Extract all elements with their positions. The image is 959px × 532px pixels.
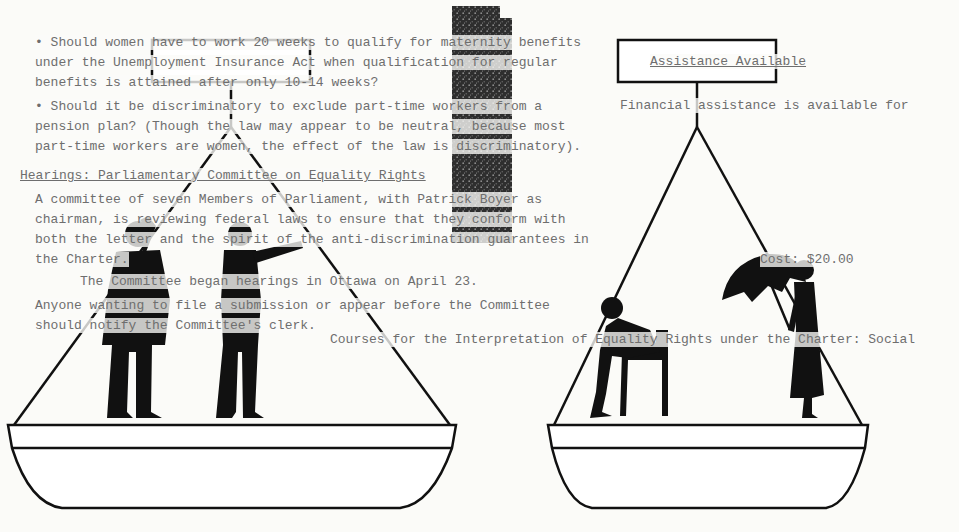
document-text: A committee of seven Members of Parliame… bbox=[35, 192, 589, 267]
document-text: Courses for the Interpretation of Equali… bbox=[330, 330, 930, 350]
document-text: Assistance Available bbox=[650, 52, 806, 72]
document-text: The Committee began hearings in Ottawa o… bbox=[80, 272, 478, 292]
document-text: Anyone wanting to file a submission or a… bbox=[35, 296, 595, 336]
document-text: Cost: $20.00 bbox=[760, 250, 854, 270]
document-text: • Should it be discriminatory to exclude… bbox=[35, 99, 581, 154]
document-text: Financial assistance is available for bbox=[620, 98, 909, 113]
document-text: Financial assistance is available for bbox=[620, 96, 940, 116]
document-text: A committee of seven Members of Parliame… bbox=[35, 190, 595, 270]
document-text: The Committee began hearings in Ottawa o… bbox=[80, 274, 478, 289]
document-text: • Should it be discriminatory to exclude… bbox=[35, 97, 595, 157]
document-text: Hearings: Parliamentary Committee on Equ… bbox=[20, 166, 426, 186]
document-text: • Should women have to work 20 weeks to … bbox=[35, 33, 595, 93]
document-text: Anyone wanting to file a submission or a… bbox=[35, 298, 550, 333]
right-pan bbox=[548, 82, 868, 508]
woman-figure bbox=[590, 297, 668, 418]
document-text: Cost: $20.00 bbox=[760, 252, 854, 267]
document-text: Hearings: Parliamentary Committee on Equ… bbox=[20, 168, 426, 183]
document-text: Courses for the Interpretation of Equali… bbox=[330, 332, 915, 347]
document-text: • Should women have to work 20 weeks to … bbox=[35, 35, 581, 90]
document-text: Assistance Available bbox=[650, 54, 806, 69]
